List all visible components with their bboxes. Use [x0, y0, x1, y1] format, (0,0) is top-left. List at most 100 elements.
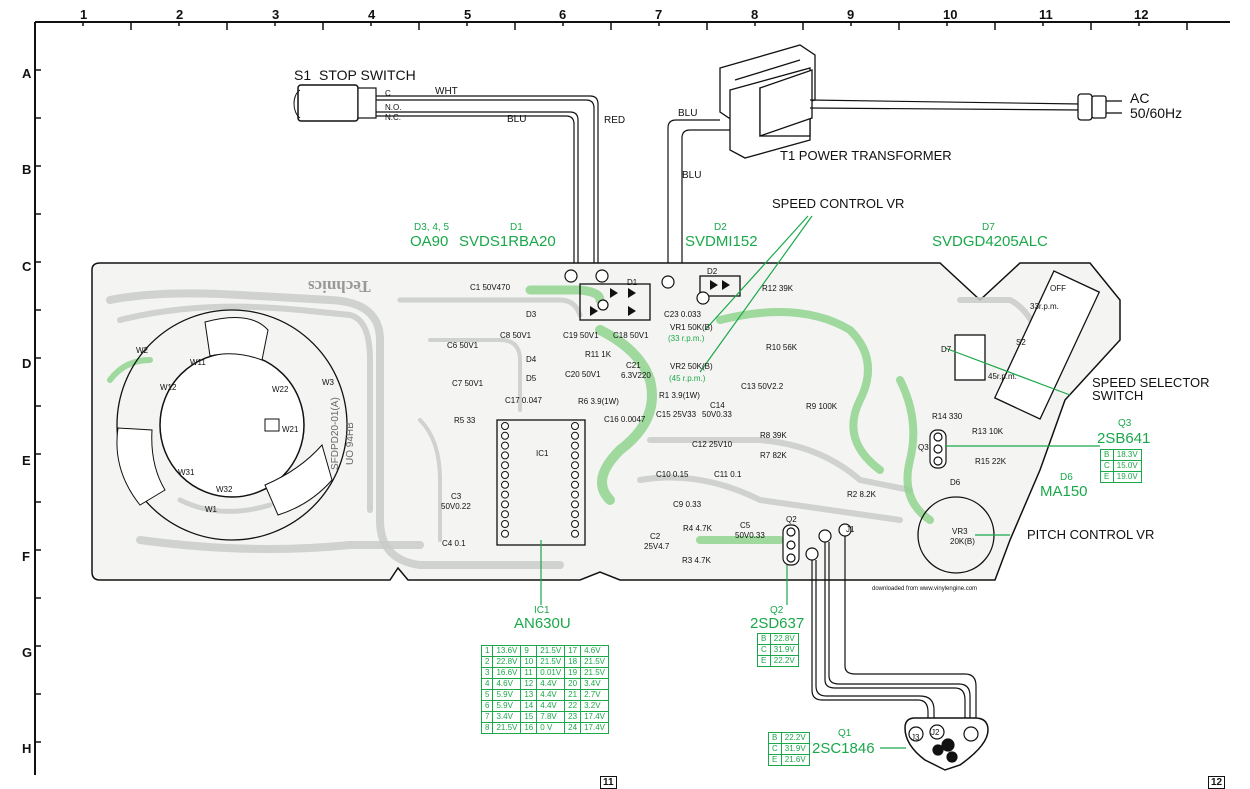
voltage-cell: 3 [480, 667, 494, 679]
transformer-label: T1 POWER TRANSFORMER [780, 148, 952, 163]
label-c14: C14 [710, 401, 725, 410]
column-12: 12 [1134, 7, 1149, 22]
label-r3: R3 4.7K [682, 556, 711, 565]
label-vr2: VR2 50K(B) [670, 362, 713, 371]
voltage-cell: B [768, 732, 782, 744]
column-7: 7 [655, 7, 663, 22]
row-C: C [22, 259, 32, 274]
label-d7: D7 [941, 345, 952, 354]
voltage-cell: C [768, 743, 782, 755]
voltage-cell: 4 [480, 678, 494, 690]
label-c3v: 50V0.22 [441, 502, 471, 511]
voltage-cell: E [757, 655, 771, 667]
voltage-cell: 14 [520, 700, 538, 712]
label-r8: R8 39K [760, 431, 787, 440]
row-H: H [22, 741, 32, 756]
label-w1: W1 [205, 505, 217, 514]
voltage-cell: 17 [564, 645, 582, 657]
label-c8: C8 50V1 [500, 331, 532, 340]
label-r33: 33r.p.m. [1030, 302, 1059, 311]
pcb-code: SFDPD20-01(A) [330, 397, 341, 470]
callout-d2-ref: D2 [714, 222, 727, 233]
voltage-cell: 21.5V [580, 667, 609, 679]
callout-q3: 2SB641 [1097, 430, 1151, 447]
voltage-cell: 6 [480, 700, 494, 712]
row-E: E [22, 453, 31, 468]
label-c21: C21 [626, 361, 641, 370]
callout-q3-ref: Q3 [1118, 418, 1132, 429]
label-d2: D2 [707, 267, 718, 276]
voltage-cell: 8 [480, 722, 494, 734]
voltage-cell: 4.6V [580, 645, 609, 657]
label-vr3: VR3 [952, 527, 968, 536]
voltage-cell: 19.0V [1112, 471, 1142, 483]
column-5: 5 [464, 7, 472, 22]
s1-label: S1 [294, 67, 312, 83]
label-q2: Q2 [786, 515, 797, 524]
voltage-cell: 22.8V [492, 656, 522, 668]
label-r12: R12 39K [762, 284, 794, 293]
label-r9: R9 100K [806, 402, 838, 411]
column-2: 2 [176, 7, 184, 22]
label-c18: C18 50V1 [613, 331, 649, 340]
voltage-cell: 7.8V [536, 711, 566, 723]
wire-blu: BLU [507, 114, 527, 125]
voltage-cell: 24 [564, 722, 582, 734]
voltage-cell: 21.5V [492, 722, 522, 734]
label-c21v: 6.3V220 [621, 371, 651, 380]
column-10: 10 [943, 7, 958, 22]
label-r14: R14 330 [932, 412, 963, 421]
wire-wht: WHT [435, 86, 458, 97]
voltage-cell: B [757, 633, 771, 645]
voltage-cell: 21.5V [580, 656, 609, 668]
wire-blu-2: BLU [678, 108, 698, 119]
label-s2: S2 [1016, 338, 1026, 347]
label-d6: D6 [950, 478, 961, 487]
label-d1: D1 [627, 278, 638, 287]
voltage-cell: 4.6V [492, 678, 522, 690]
voltage-cell: 16 [520, 722, 538, 734]
voltage-cell: E [1100, 471, 1114, 483]
column-4: 4 [368, 7, 376, 22]
label-c5: C5 [740, 521, 751, 530]
power-transformer [719, 44, 816, 159]
label-w12: W12 [160, 383, 177, 392]
callout-q1-ref: Q1 [838, 728, 852, 739]
callout-d1-ref: D1 [510, 222, 523, 233]
label-q3: Q3 [918, 443, 929, 452]
pcb-ul: UO 94HB [345, 422, 356, 465]
q1-transistor [904, 717, 989, 771]
row-F: F [22, 549, 30, 564]
label-w22: W22 [272, 385, 289, 394]
label-c14v: 50V0.33 [702, 410, 732, 419]
page-marker-11: 11 [600, 776, 617, 789]
switch-c: C [385, 89, 391, 98]
ic1-footprint [496, 419, 586, 546]
label-r2: R2 8.2K [847, 490, 876, 499]
voltage-cell: 5 [480, 689, 494, 701]
voltage-cell: 3.2V [580, 700, 609, 712]
label-c2: C2 [650, 532, 661, 541]
label-c23: C23 0.033 [664, 310, 701, 319]
column-1: 1 [80, 7, 88, 22]
label-c12: C12 25V10 [692, 440, 733, 449]
label-r6: R6 3.9(1W) [578, 397, 619, 406]
label-c13: C13 50V2.2 [741, 382, 784, 391]
column-3: 3 [272, 7, 280, 22]
speed-selector-label-1: SPEED SELECTOR [1092, 375, 1210, 390]
callout-d7-ref: D7 [982, 222, 995, 233]
voltage-cell: 1 [480, 645, 494, 657]
voltage-cell: 19 [564, 667, 582, 679]
label-c15: C15 25V33 [656, 410, 697, 419]
